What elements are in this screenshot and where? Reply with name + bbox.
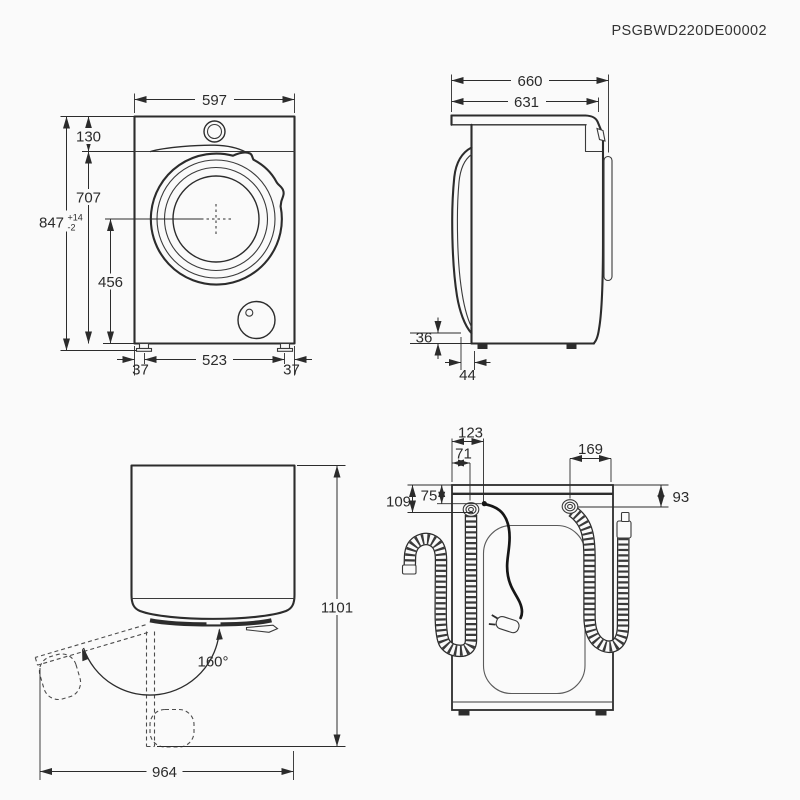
side-foot-front: [477, 343, 488, 349]
swing-arc-arrow-closed: [216, 628, 223, 640]
side-back-panel-seam: [584, 124, 603, 153]
rear-foot-right: [595, 710, 607, 716]
closed-door-strip: [149, 618, 272, 627]
side-door-bulge-rim: [456, 153, 473, 328]
door-swing-arc: [82, 629, 221, 696]
drain-x-dim: 71: [455, 446, 472, 463]
front-cabinet-outline: [133, 115, 296, 345]
door-handle-recess: [206, 620, 221, 625]
cord-y-dim: 75: [421, 488, 438, 505]
door-angle-dim: 160°: [197, 654, 228, 671]
front-width-dim: 597: [202, 92, 227, 109]
open-depth-extension-lines: [157, 465, 346, 747]
front-total-height-dim: 847: [39, 215, 64, 232]
front-left-extension-lines: [60, 116, 137, 351]
front-height-tolerance-plus: +14: [68, 213, 83, 223]
inlet-hose-fitting-tab: [620, 511, 630, 523]
drain-filter-dot: [245, 308, 254, 317]
side-view: PSGBWD220DE00002 660 631 36: [410, 23, 767, 384]
total-depth-dim: 660: [517, 73, 542, 90]
door-open-90: [145, 631, 195, 748]
inlet-hose-fitting: [616, 520, 632, 539]
rear-hose-parked: [603, 155, 613, 282]
door-outer-contour: [149, 151, 285, 286]
power-plug: [488, 614, 520, 634]
side-foot-rear: [566, 343, 577, 349]
rear-hose-clip: [596, 127, 606, 142]
top-cabinet-outline: [130, 464, 296, 620]
body-depth-dim: 631: [514, 94, 539, 111]
side-door-bulge-outer: [451, 146, 473, 335]
power-cord: [481, 501, 524, 634]
door-latch: [245, 624, 279, 633]
drain-y-dim: 109: [386, 494, 411, 511]
side-back-edge: [592, 137, 605, 345]
foot-inset-left-dim: 37: [132, 362, 149, 379]
drum-center-height-dim: 456: [98, 274, 123, 291]
side-worktop: [450, 114, 605, 141]
front-view: 597 847 +14 -2 130 707 456 523 37 37: [37, 91, 312, 379]
control-knob-outer: [203, 120, 226, 143]
drain-filter-cap: [237, 300, 276, 340]
door-clearance-dim: 36: [416, 330, 433, 347]
drain-hose: [401, 502, 480, 658]
control-knob-inner: [206, 123, 223, 140]
rear-foot-left: [458, 710, 470, 716]
front-height-tolerance-minus: -2: [68, 223, 76, 233]
inlet-hose: [561, 499, 632, 653]
front-mid-height-dim: 707: [76, 190, 101, 207]
front-top-height-dim: 130: [76, 129, 101, 146]
swing-arc-arrow-open: [82, 648, 89, 662]
open-width-extension-lines: [39, 668, 294, 780]
front-feet: [135, 342, 294, 352]
door-open-160: [34, 624, 148, 701]
door-trim-edge: [149, 144, 247, 153]
foot-setback-dim: 44: [459, 367, 476, 384]
inlet-x-dim: 169: [578, 441, 603, 458]
open-depth-dim: 1101: [321, 600, 353, 617]
inlet-x-extensions: [569, 458, 612, 499]
rear-view: 123 71 169 109 75 93: [386, 425, 689, 716]
open-width-dim: 964: [152, 764, 177, 781]
product-code: PSGBWD220DE00002: [611, 23, 767, 39]
drain-hose-end-cap: [401, 564, 417, 575]
top-view-door-open: 160° 1101 964: [34, 464, 355, 781]
cord-x-dim: 123: [458, 425, 483, 442]
inlet-y-dim: 93: [673, 489, 690, 506]
foot-inset-right-dim: 37: [283, 362, 300, 379]
feet-spacing-dim: 523: [202, 352, 227, 369]
